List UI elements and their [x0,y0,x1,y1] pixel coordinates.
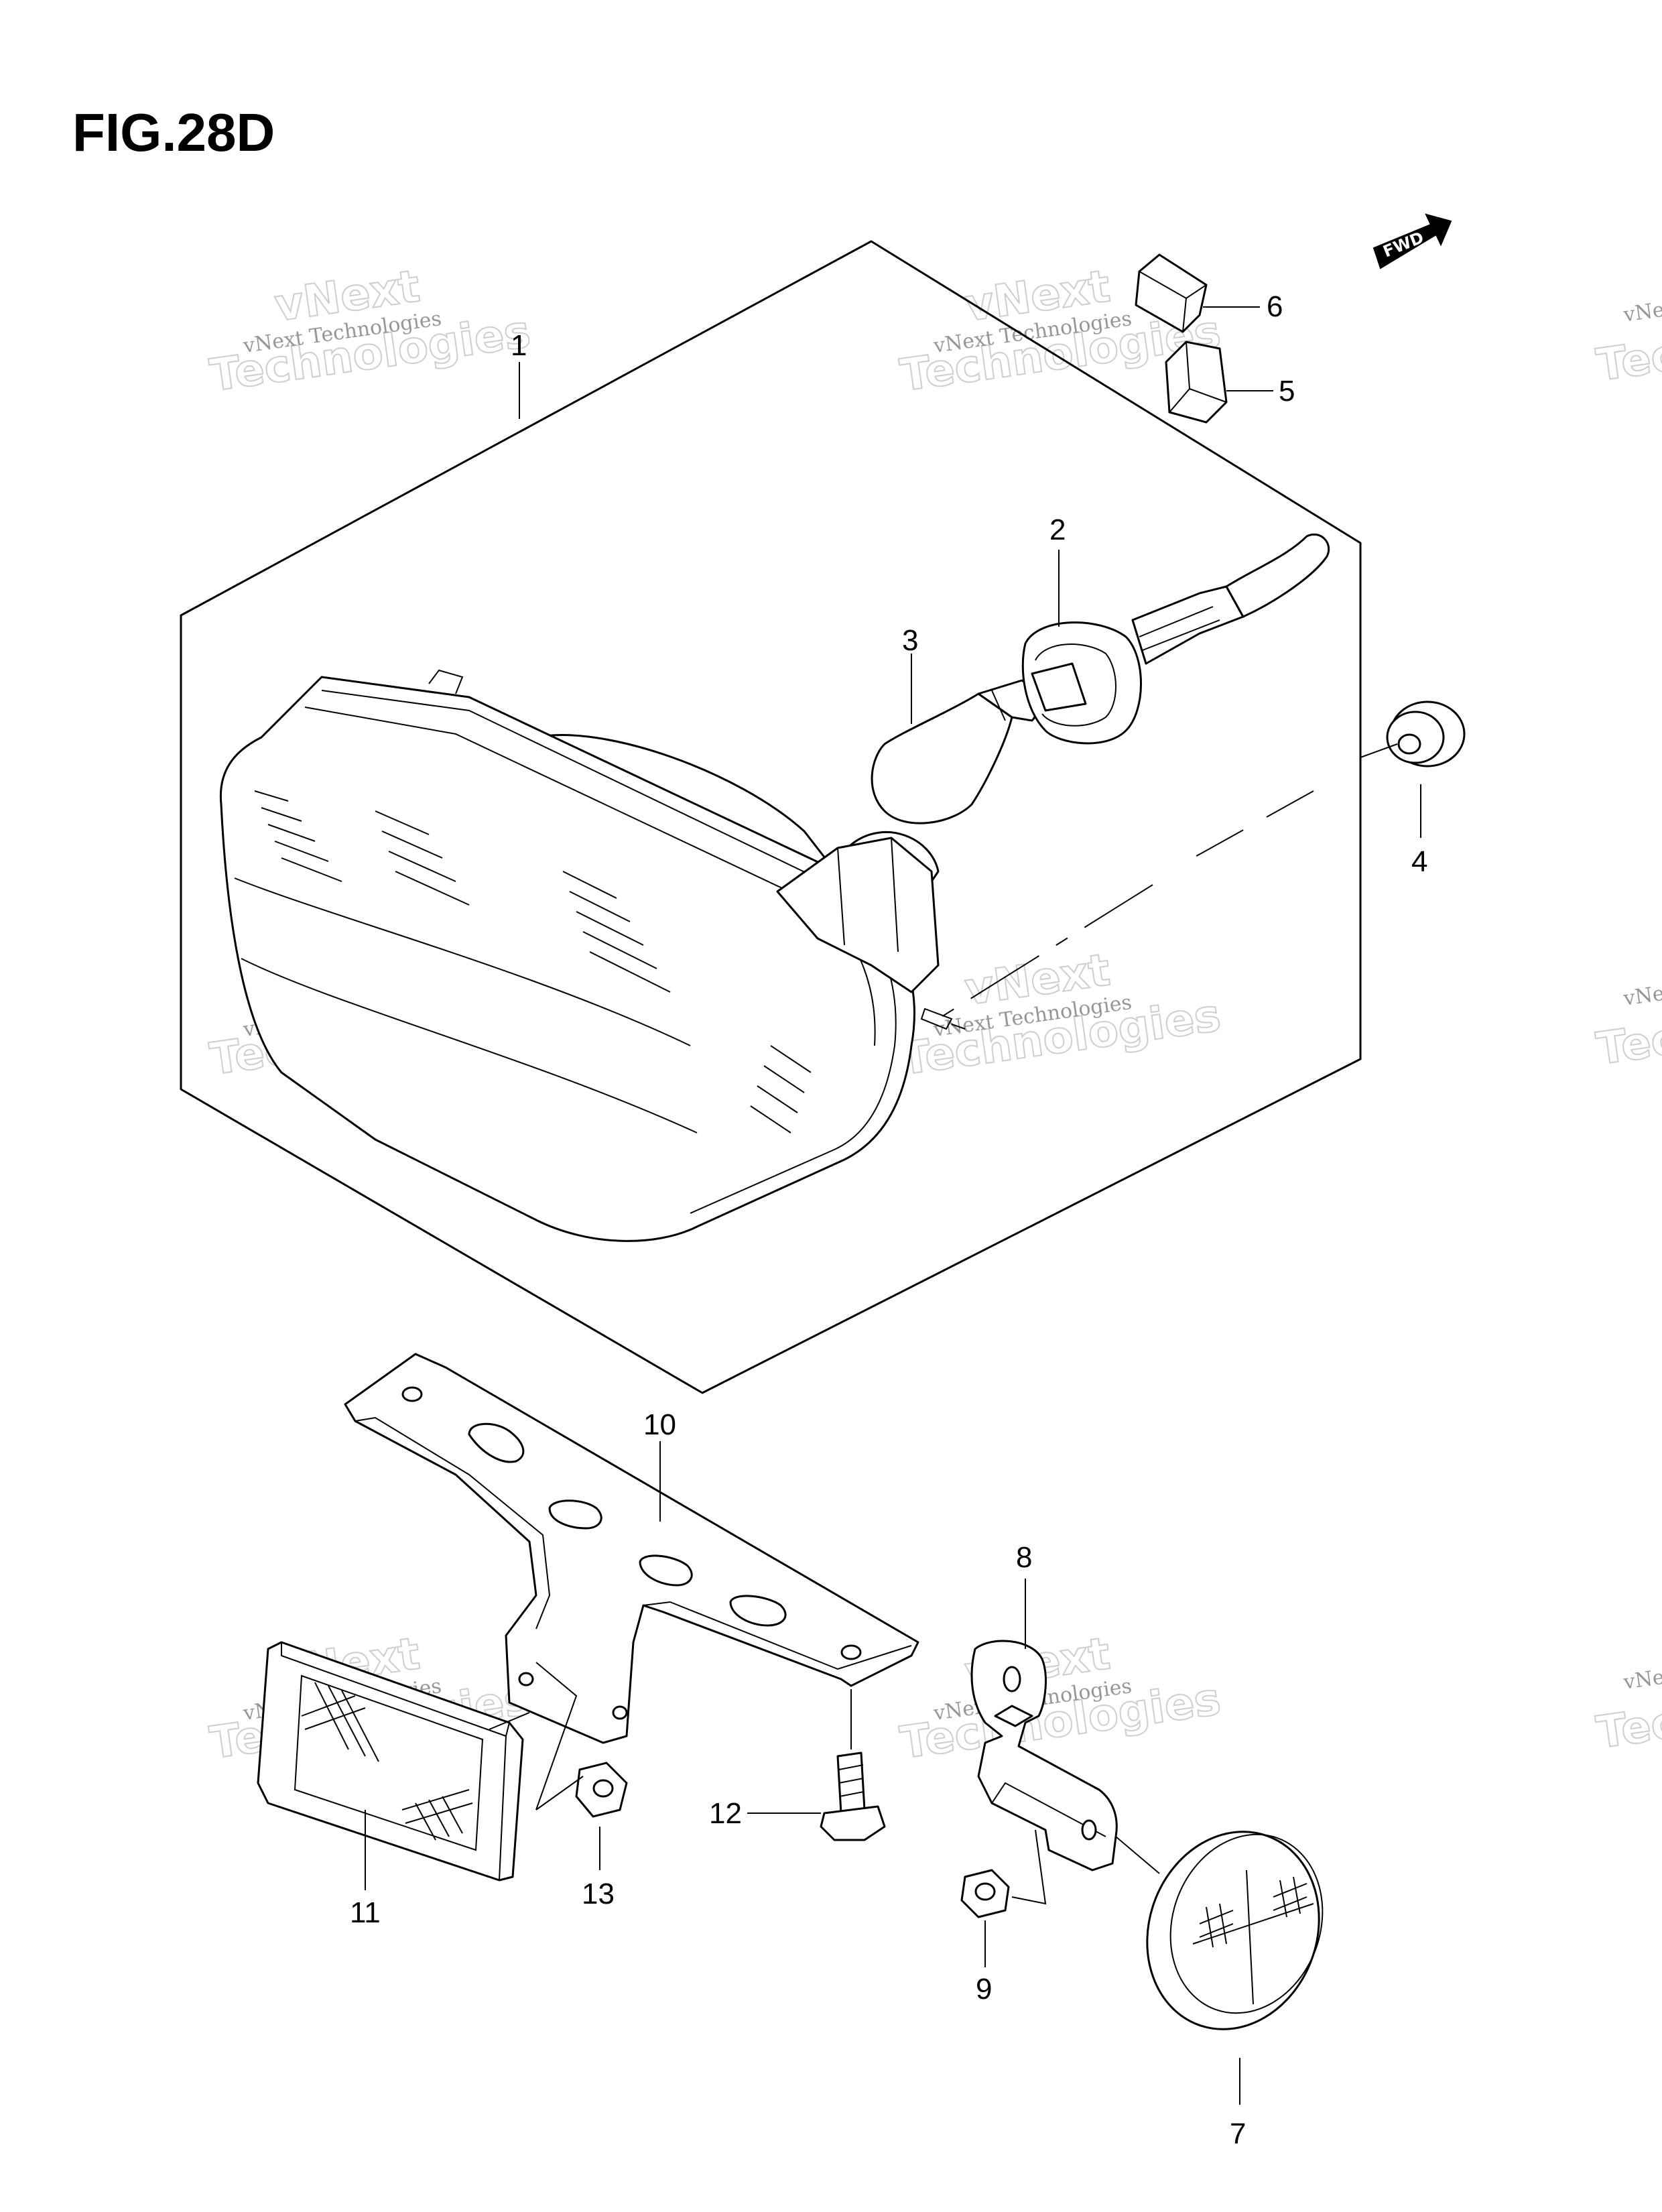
callout-9: 9 [976,1973,992,2006]
callout-labels: 1 2 3 4 5 6 7 8 9 10 11 12 13 [350,290,1427,2150]
callout-8: 8 [1016,1541,1032,1574]
fwd-label: FWD [1381,228,1427,261]
leader-lines [365,306,1421,2105]
nut-upper [575,1762,628,1818]
grommet [1386,700,1466,767]
callout-7: 7 [1230,2117,1246,2150]
reflector-crosshatch [301,1682,473,1841]
side-reflector [257,1641,524,1882]
nut-lower [960,1869,1010,1918]
mounting-bracket [344,1353,919,1744]
callout-12: 12 [709,1797,742,1830]
tail-lamp-lens [219,669,966,1242]
callout-4: 4 [1411,845,1427,878]
callout-13: 13 [582,1878,615,1910]
callout-6: 6 [1267,290,1283,323]
watermark-small: vNext Technologies [1622,1644,1662,1695]
assembly-outline [180,240,1362,1394]
flange-bolt [820,1752,886,1841]
callout-2: 2 [1049,513,1066,546]
figure-title: FIG.28D [72,103,275,162]
reflector-grid [1199,1876,1307,1948]
lens-texture [254,790,812,1133]
cushion-pad [1135,253,1208,333]
fwd-arrow-icon: FWD [1372,213,1452,269]
watermark-small: vNext Technologies [1622,276,1662,327]
watermark-small: vNext Technologies [1622,960,1662,1011]
round-reflector [1146,1831,1324,2030]
bulb-socket [1021,533,1330,745]
callout-11: 11 [350,1896,381,1929]
callout-5: 5 [1279,375,1295,408]
callout-10: 10 [643,1408,676,1441]
reflector-bracket [970,1640,1118,1871]
cushion-block [1165,341,1228,424]
callout-3: 3 [902,624,918,657]
callout-1: 1 [511,329,527,362]
bulb [871,679,1038,824]
